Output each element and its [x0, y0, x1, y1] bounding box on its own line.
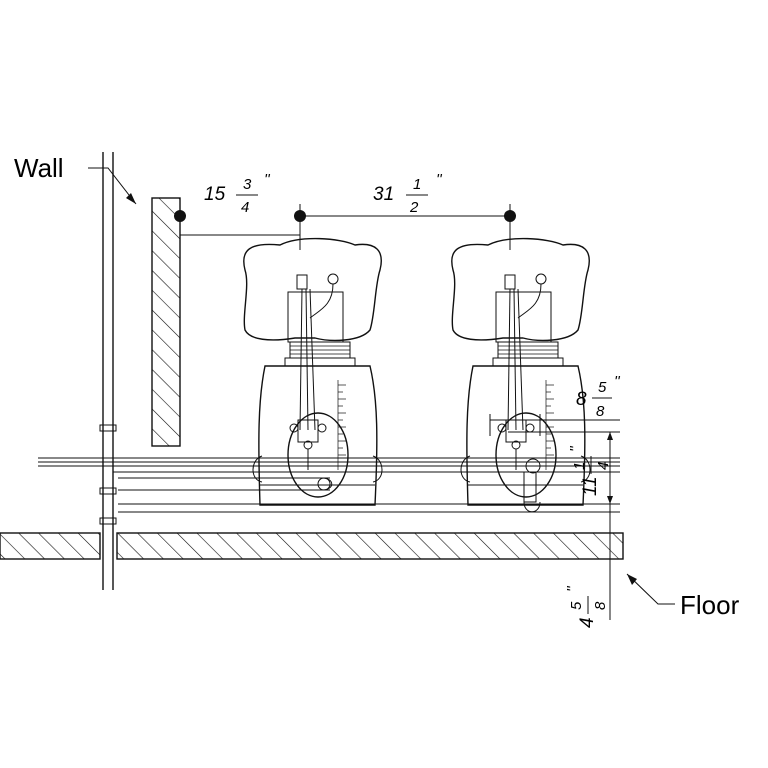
dim-whole: 31: [373, 184, 394, 205]
dim-whole: 4: [577, 617, 598, 628]
dim-denominator: 8: [596, 403, 605, 420]
wall-marker: [174, 210, 186, 222]
right-dimension-lines: [489, 414, 620, 620]
dim-denominator: 4: [595, 462, 612, 470]
dim-numerator: 1: [571, 462, 588, 470]
shampoo-unit-2: [451, 237, 591, 506]
dim-floor-depth: 4 5 8 '': [564, 585, 609, 628]
dim-numerator: 5: [568, 601, 585, 610]
dim-denominator: 8: [592, 601, 609, 610]
centerline-dimension: [174, 204, 516, 250]
wall-label: Wall: [14, 153, 64, 183]
dim-numerator: 5: [598, 379, 607, 396]
drain-elbow-1: [317, 477, 333, 491]
dim-unit: '': [564, 585, 581, 592]
center-marker-2: [504, 210, 516, 222]
shampoo-unit-1: [243, 237, 383, 506]
dim-unit: '': [614, 373, 621, 390]
dim-denominator: 4: [241, 199, 249, 216]
floor-slab: [0, 532, 624, 560]
dim-numerator: 1: [413, 176, 421, 193]
dim-unit: '': [567, 445, 584, 452]
dim-drain-offset: 8 5 8 '': [576, 373, 621, 420]
drain-elbow-2: [523, 458, 541, 513]
dim-whole: 8: [576, 389, 587, 410]
floor-callout: Floor: [626, 573, 740, 620]
dim-wall-to-first: 15 3 4 '': [204, 171, 271, 216]
dim-denominator: 2: [409, 199, 419, 216]
center-marker-1: [294, 210, 306, 222]
dim-first-to-second: 31 1 2 '': [373, 171, 443, 216]
dim-whole: 15: [204, 184, 226, 205]
dim-numerator: 3: [243, 176, 252, 193]
wall-section: [151, 197, 181, 447]
dim-whole: 11: [580, 476, 601, 496]
dim-unit: '': [436, 171, 443, 188]
dim-drain-height: 11 1 4 '': [567, 445, 612, 496]
floor-label: Floor: [680, 590, 740, 620]
dim-unit: '': [264, 171, 271, 188]
vertical-supply-pipe: [99, 152, 117, 590]
wall-callout: Wall: [14, 153, 137, 205]
